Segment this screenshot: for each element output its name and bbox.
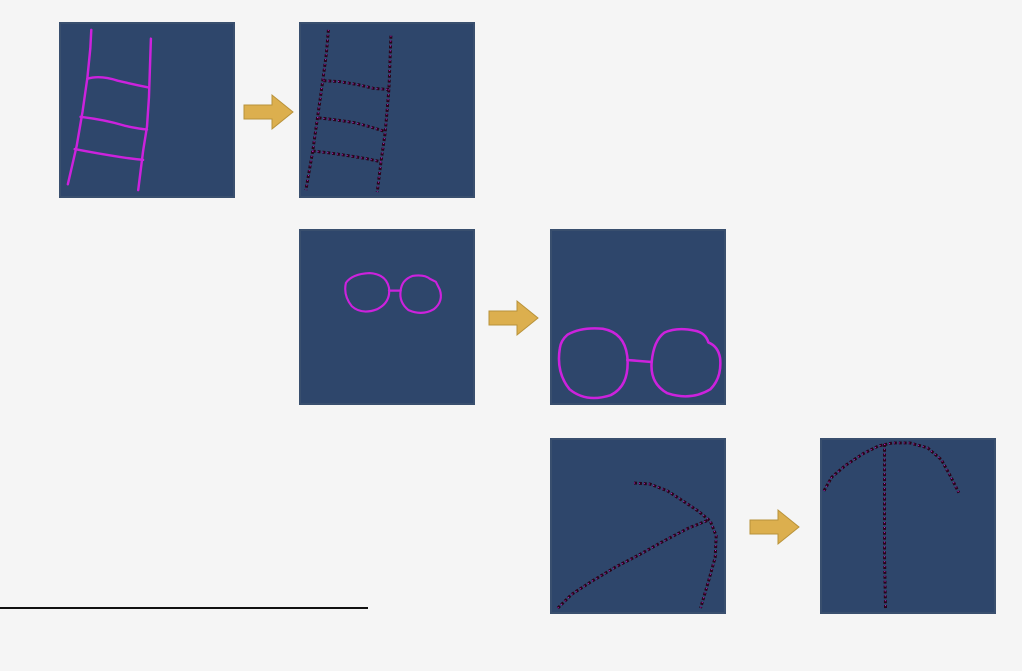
ladder-sketch-icon — [61, 24, 233, 196]
ladder-output-panel — [299, 22, 475, 198]
ladder-input-panel — [59, 22, 235, 198]
arrow-right-icon — [749, 507, 801, 547]
glasses-enlarged-icon — [552, 231, 724, 403]
arrow-right-icon — [488, 298, 540, 338]
pickaxe-upright-icon — [822, 440, 994, 612]
pickaxe-output-panel — [820, 438, 996, 614]
divider-line — [0, 607, 368, 609]
glasses-output-panel — [550, 229, 726, 405]
arrow-right-icon — [243, 92, 295, 132]
ladder-pixelated-icon — [301, 24, 473, 196]
pickaxe-input-panel — [550, 438, 726, 614]
glasses-input-panel — [299, 229, 475, 405]
glasses-sketch-icon — [301, 231, 473, 403]
pickaxe-sketch-icon — [552, 440, 724, 612]
